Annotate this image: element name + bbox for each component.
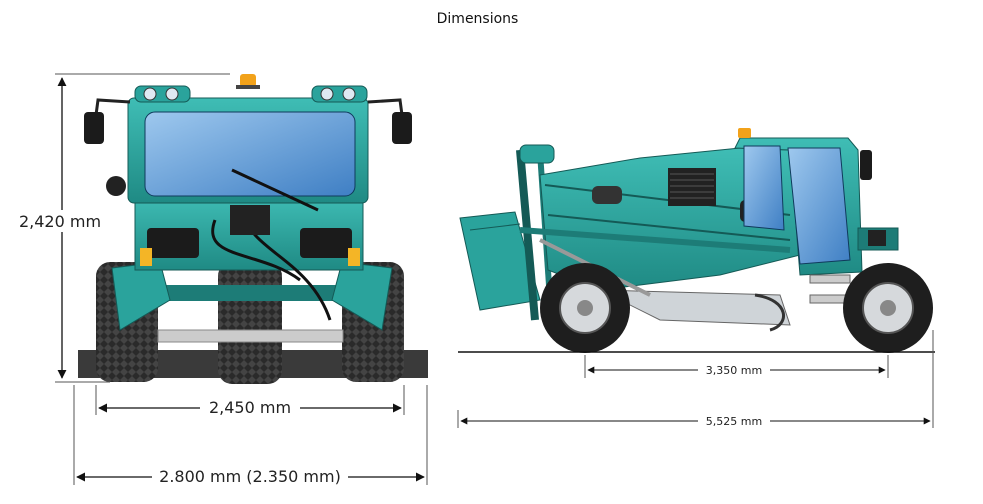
side-collector — [459, 211, 541, 311]
side-total-length-label: 5,525 mm — [706, 415, 762, 428]
front-center-tire — [218, 262, 282, 384]
side-window-rear — [743, 145, 785, 231]
front-right-mirror — [392, 112, 412, 144]
side-wheelbase-label: 3,350 mm — [706, 364, 762, 377]
diagram-title: Dimensions — [436, 11, 519, 27]
front-left-headlight — [147, 228, 199, 258]
front-height-label: 2,420 mm — [19, 212, 101, 231]
front-windshield — [144, 111, 356, 197]
front-dimensions: 2,420 mm 2,450 mm 2.800 mm (2.350 mm) — [18, 73, 428, 488]
side-mirror — [860, 150, 872, 180]
front-beacon — [240, 74, 256, 87]
side-beacon — [738, 128, 751, 138]
front-left-mirror — [84, 112, 104, 144]
front-total-width-label: 2.800 mm (2.350 mm) — [159, 467, 341, 486]
side-door-window — [787, 147, 851, 265]
wiper — [231, 168, 319, 212]
front-right-headlight — [300, 228, 352, 258]
side-view — [458, 128, 935, 353]
front-view — [78, 74, 428, 384]
side-dimensions: 3,350 mm 5,525 mm — [457, 330, 934, 429]
front-track-label: 2,450 mm — [209, 398, 291, 417]
